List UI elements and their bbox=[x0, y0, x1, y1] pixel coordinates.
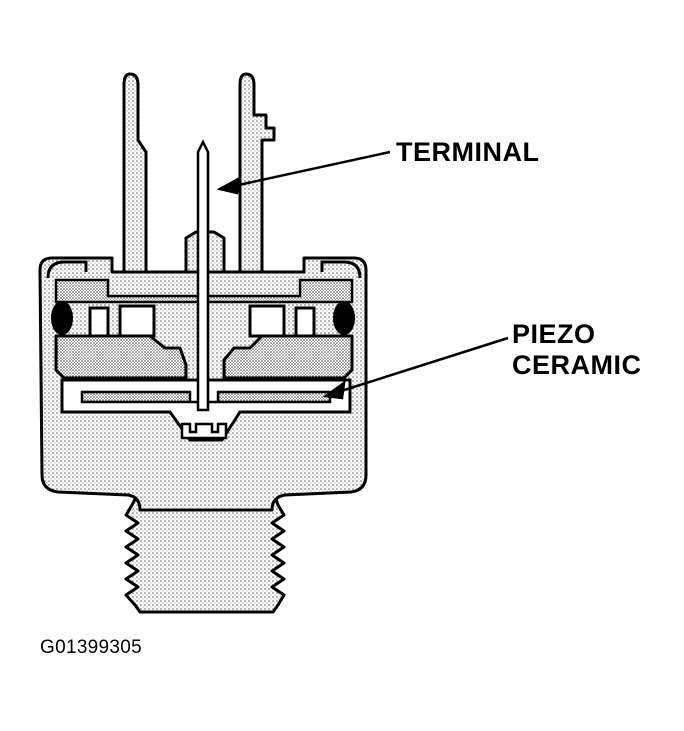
terminal-blade-left bbox=[122, 72, 148, 274]
contact-block bbox=[248, 304, 286, 338]
terminal-blade-right bbox=[238, 72, 276, 274]
insulator-left bbox=[54, 334, 188, 380]
piezo-ceramic-disk bbox=[80, 390, 332, 404]
o-ring-right bbox=[333, 301, 355, 335]
o-ring-left bbox=[51, 301, 73, 335]
contact-block bbox=[88, 306, 110, 338]
terminal-pin bbox=[196, 139, 210, 412]
piezo-ceramic-label-line2: CERAMIC bbox=[512, 350, 642, 380]
contact-block bbox=[294, 306, 316, 338]
piezo-leader-line bbox=[337, 336, 509, 394]
threaded-stud bbox=[124, 488, 286, 614]
contact-block bbox=[118, 304, 156, 338]
figure-id: G01399305 bbox=[40, 637, 143, 658]
piezo-ceramic-label-line1: PIEZO bbox=[512, 319, 596, 349]
terminal-arrowhead bbox=[216, 175, 242, 195]
terminal-label: TERMINAL bbox=[396, 137, 540, 167]
piezo-arrowhead bbox=[322, 380, 346, 400]
terminal-leader-line bbox=[233, 150, 391, 188]
contact-clip bbox=[180, 422, 228, 440]
